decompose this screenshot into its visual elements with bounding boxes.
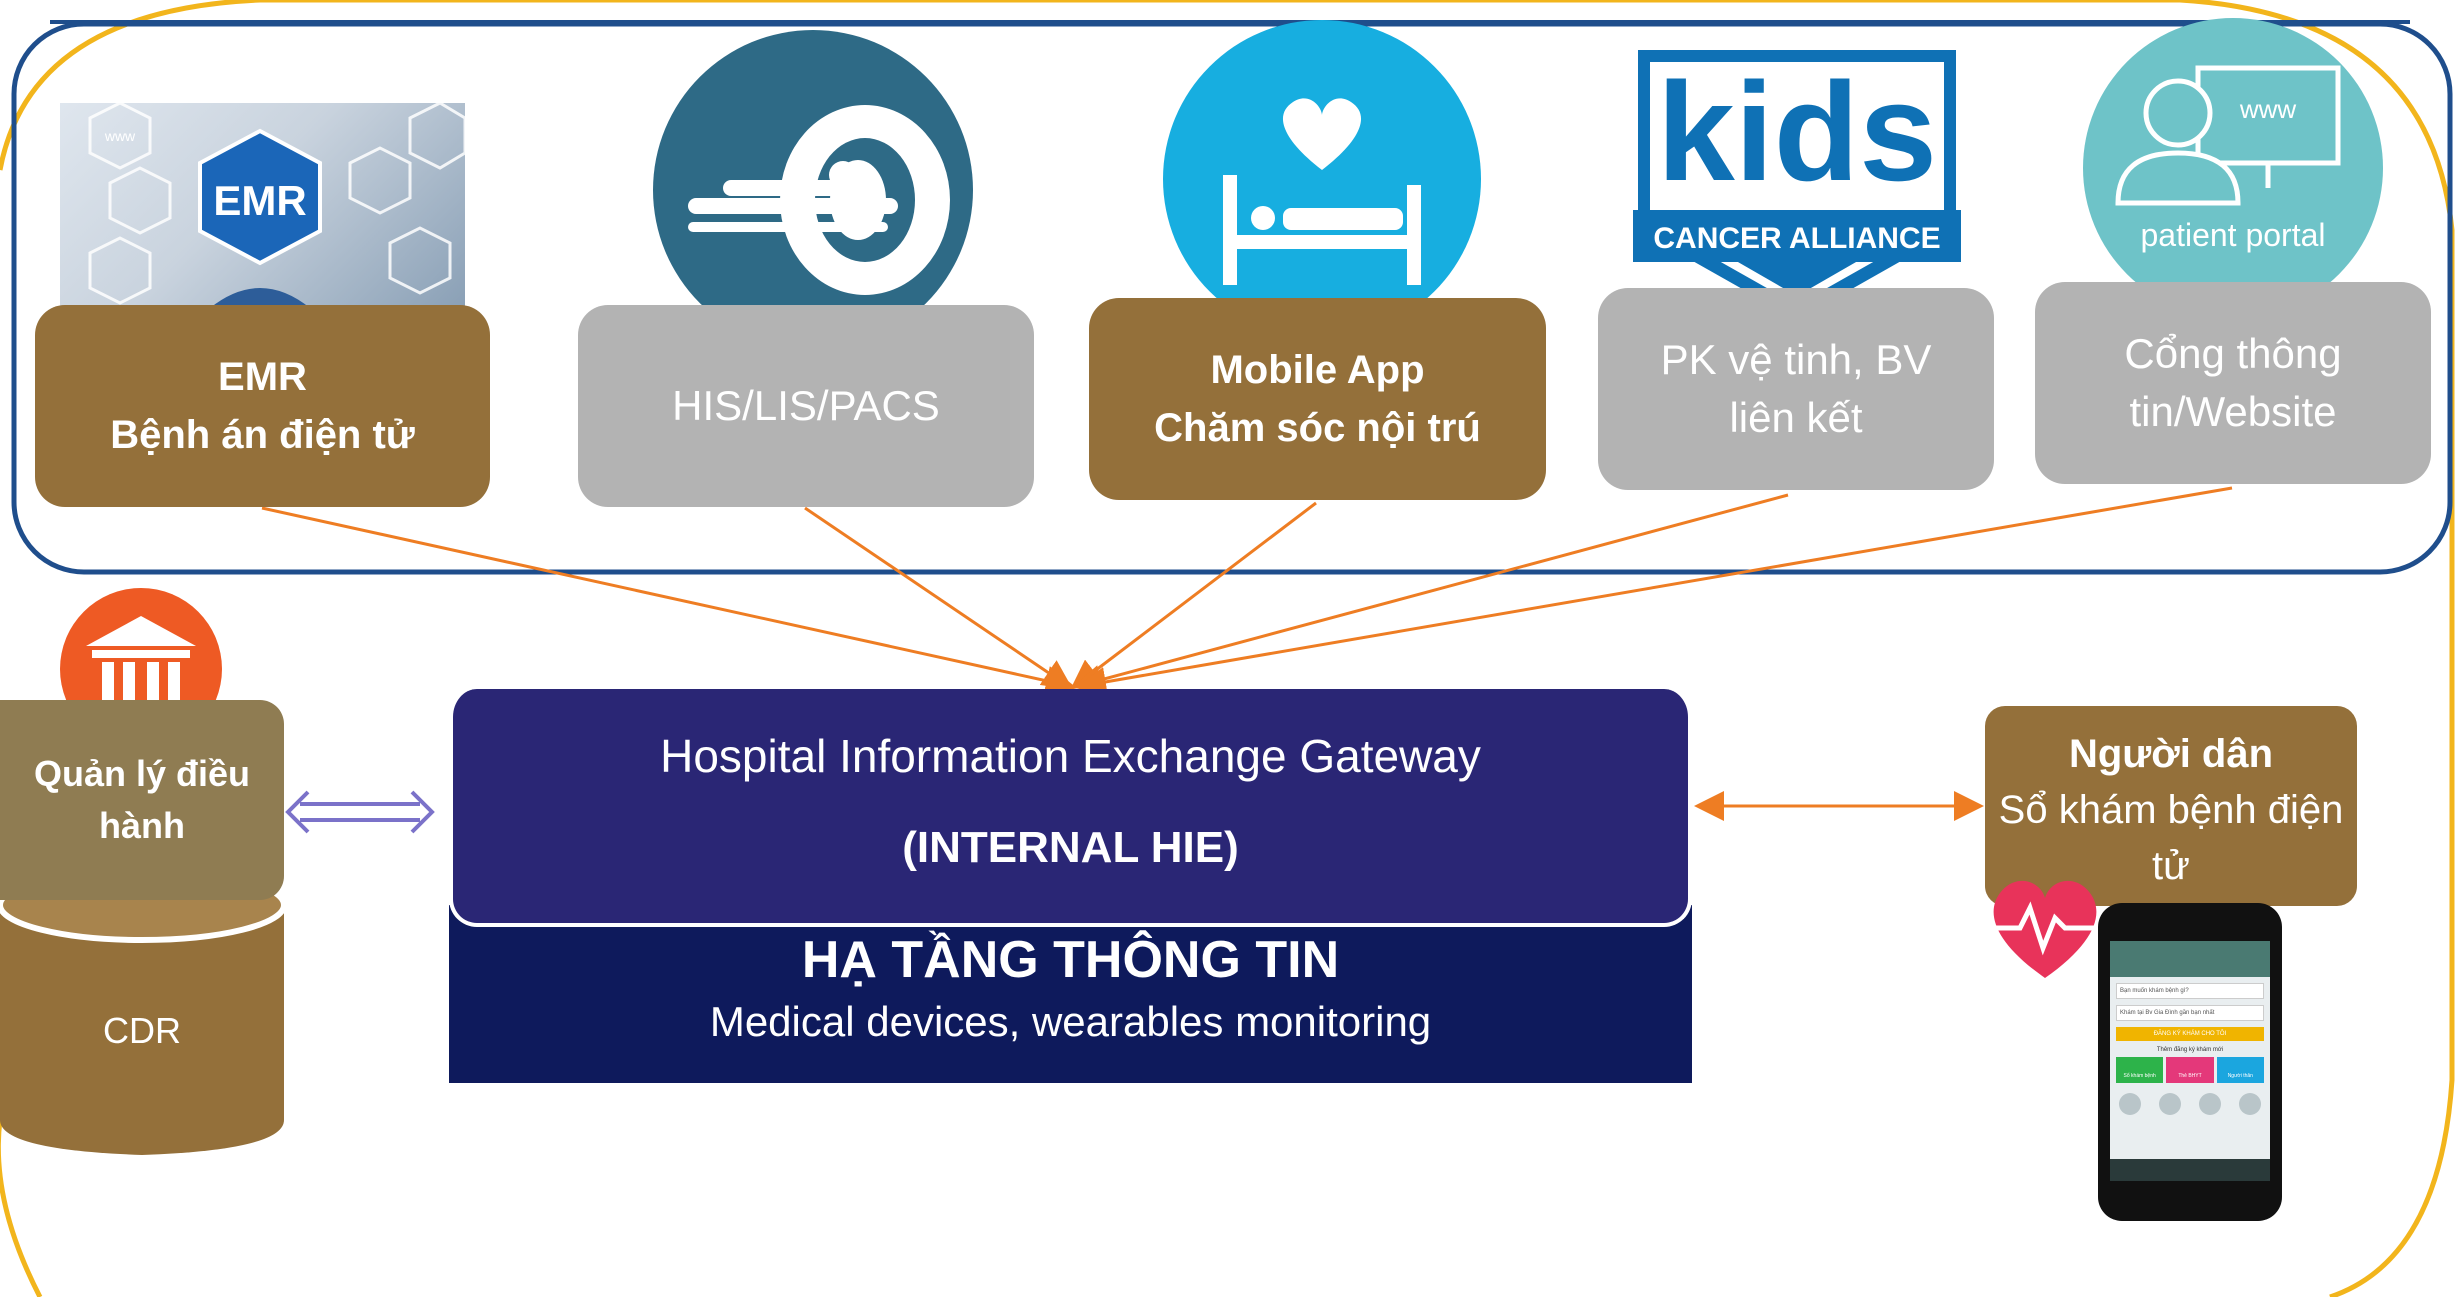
infrastructure-box: HẠ TẦNG THÔNG TIN Medical devices, weara… xyxy=(449,905,1692,1083)
mobile-subtitle: Chăm sóc nội trú xyxy=(1154,406,1481,450)
cdr-label: CDR xyxy=(103,1010,181,1051)
phone-tile-insurance[interactable]: Thẻ BHYT xyxy=(2166,1057,2214,1083)
phone-screen: Bạn muốn khám bệnh gì? Khám tại Bv Gia Đ… xyxy=(2110,941,2270,1181)
smartphone: Bạn muốn khám bệnh gì? Khám tại Bv Gia Đ… xyxy=(2098,903,2282,1221)
phone-section-title: Thêm đăng ký khám mới xyxy=(2156,1047,2224,1053)
emr-subtitle: Bệnh án điện tử xyxy=(110,413,415,457)
phone-shortcuts xyxy=(2110,1093,2270,1115)
his-lis-pacs-box[interactable]: HIS/LIS/PACS xyxy=(578,305,1034,507)
mri-scanner-icon xyxy=(653,30,973,350)
hospital-bed-heart-icon xyxy=(1163,20,1481,338)
phone-tile-records[interactable]: Sổ khám bệnh xyxy=(2116,1057,2164,1083)
infrastructure-subtitle: Medical devices, wearables monitoring xyxy=(709,998,1432,1045)
heart-pulse-icon xyxy=(1985,868,2105,988)
citizen-subtitle-1: Sổ khám bệnh điện xyxy=(1998,788,2344,832)
portal-icon-text: patient portal xyxy=(2140,217,2325,253)
management-label-2: hành xyxy=(98,805,185,846)
portal-subtitle: tin/Website xyxy=(2129,388,2337,435)
emr-photo: EMR www xyxy=(60,103,465,308)
phone-tabbar xyxy=(2110,1159,2270,1181)
mobile-app-box[interactable]: Mobile App Chăm sóc nội trú xyxy=(1089,298,1546,500)
arrow-management xyxy=(285,790,435,834)
pk-subtitle: liên kết xyxy=(1729,394,1863,441)
hie-gateway-box[interactable]: Hospital Information Exchange Gateway (I… xyxy=(449,689,1692,927)
phone-tile-relatives[interactable]: Người thân xyxy=(2216,1057,2264,1083)
emr-hexagon-icon: EMR www xyxy=(88,103,465,308)
portal-www-text: www xyxy=(2239,94,2297,124)
arrow-emr xyxy=(261,506,1076,696)
satellite-clinic-box[interactable]: PK vệ tinh, BV liên kết xyxy=(1598,288,1994,490)
phone-location-field[interactable]: Khám tại Bv Gia Đình gần bạn nhất xyxy=(2116,1005,2264,1021)
management-label-1: Quản lý điều xyxy=(33,753,251,794)
infrastructure-title: HẠ TẦNG THÔNG TIN xyxy=(801,931,1340,989)
emr-box[interactable]: EMR Bệnh án điện tử xyxy=(35,305,490,507)
phone-cta-button[interactable]: ĐĂNG KÝ KHÁM CHO TÔI xyxy=(2116,1027,2264,1041)
systems-container xyxy=(11,21,2453,575)
management-box[interactable]: Quản lý điều hành xyxy=(0,700,284,900)
arrow-portal xyxy=(1076,486,2233,697)
gateway-title: Hospital Information Exchange Gateway xyxy=(660,730,1481,782)
phone-search-field[interactable]: Bạn muốn khám bệnh gì? xyxy=(2116,983,2264,999)
kids-logo-text: kids xyxy=(1657,53,1937,210)
citizen-subtitle-2: tử xyxy=(2152,844,2190,888)
patient-portal-icon: www patient portal xyxy=(2083,18,2383,318)
arrow-his xyxy=(804,506,1073,690)
kids-logo-subtext: CANCER ALLIANCE xyxy=(1653,222,1940,255)
citizen-title: Người dân xyxy=(2068,732,2274,776)
mobile-title: Mobile App xyxy=(1210,348,1425,392)
arrow-pk xyxy=(1072,493,1789,695)
pk-title: PK vệ tinh, BV xyxy=(1660,336,1932,383)
emr-photo-text: EMR xyxy=(213,177,306,224)
gateway-subtitle: (INTERNAL HIE) xyxy=(902,823,1239,872)
his-title: HIS/LIS/PACS xyxy=(672,382,940,429)
kids-cancer-alliance-logo: kids CANCER ALLIANCE xyxy=(1628,30,1966,320)
portal-box[interactable]: Cổng thông tin/Website xyxy=(2035,282,2431,484)
portal-title: Cổng thông xyxy=(2124,330,2342,377)
emr-photo-www: www xyxy=(104,128,136,144)
emr-title: EMR xyxy=(218,355,307,399)
citizen-box[interactable]: Người dân Sổ khám bệnh điện tử xyxy=(1985,706,2357,906)
phone-header xyxy=(2110,941,2270,977)
arrow-mobile xyxy=(1070,501,1317,690)
